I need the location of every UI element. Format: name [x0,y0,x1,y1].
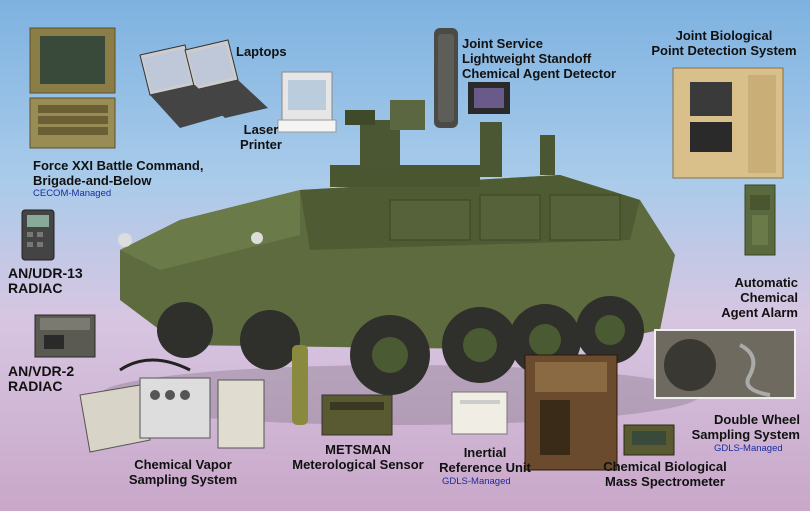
laser-printer-label: Laser Printer [240,122,282,152]
dwss-managed-note: GDLS-Managed [714,443,783,454]
jbpds-illustration [672,67,784,179]
metsman-illustration [292,345,393,436]
fbcb2-managed-note: CECOM-Managed [33,188,112,199]
acaa-illustration [744,184,776,256]
dwss-label: Double Wheel Sampling System [691,412,800,442]
jslscad-label: Joint Service Lightweight Standoff Chemi… [462,36,617,81]
jbpds-label: Joint Biological Point Detection System [651,28,797,58]
metsman-label: METSMAN Meterological Sensor [292,442,424,472]
fbcb2-computer-illustration [29,27,116,149]
cbms-illustration [524,354,675,471]
laser-printer-illustration [277,71,337,133]
udr13-illustration [21,209,55,261]
udr13-label: AN/UDR-13 RADIAC [8,265,83,296]
cbms-label: Chemical Biological Mass Spectrometer [603,459,727,489]
cvss-label: Chemical Vapor Sampling System [128,457,238,487]
iru-illustration [451,391,508,435]
stryker-vehicle [118,100,675,395]
dwss-illustration [654,329,796,399]
iru-managed-note: GDLS-Managed [442,476,511,487]
iru-label: Inertial Reference Unit [439,445,531,475]
fbcb2-label: Force XXI Battle Command, Brigade-and-Be… [33,158,204,188]
vdr2-label: AN/VDR-2 RADIAC [8,363,75,394]
vdr2-illustration [34,314,96,358]
acaa-label: Automatic Chemical Agent Alarm [721,275,798,320]
laptops-label: Laptops [236,44,287,59]
jslscad-illustration [434,28,510,128]
laptops-illustration [139,39,268,128]
cvss-illustration [79,358,265,453]
